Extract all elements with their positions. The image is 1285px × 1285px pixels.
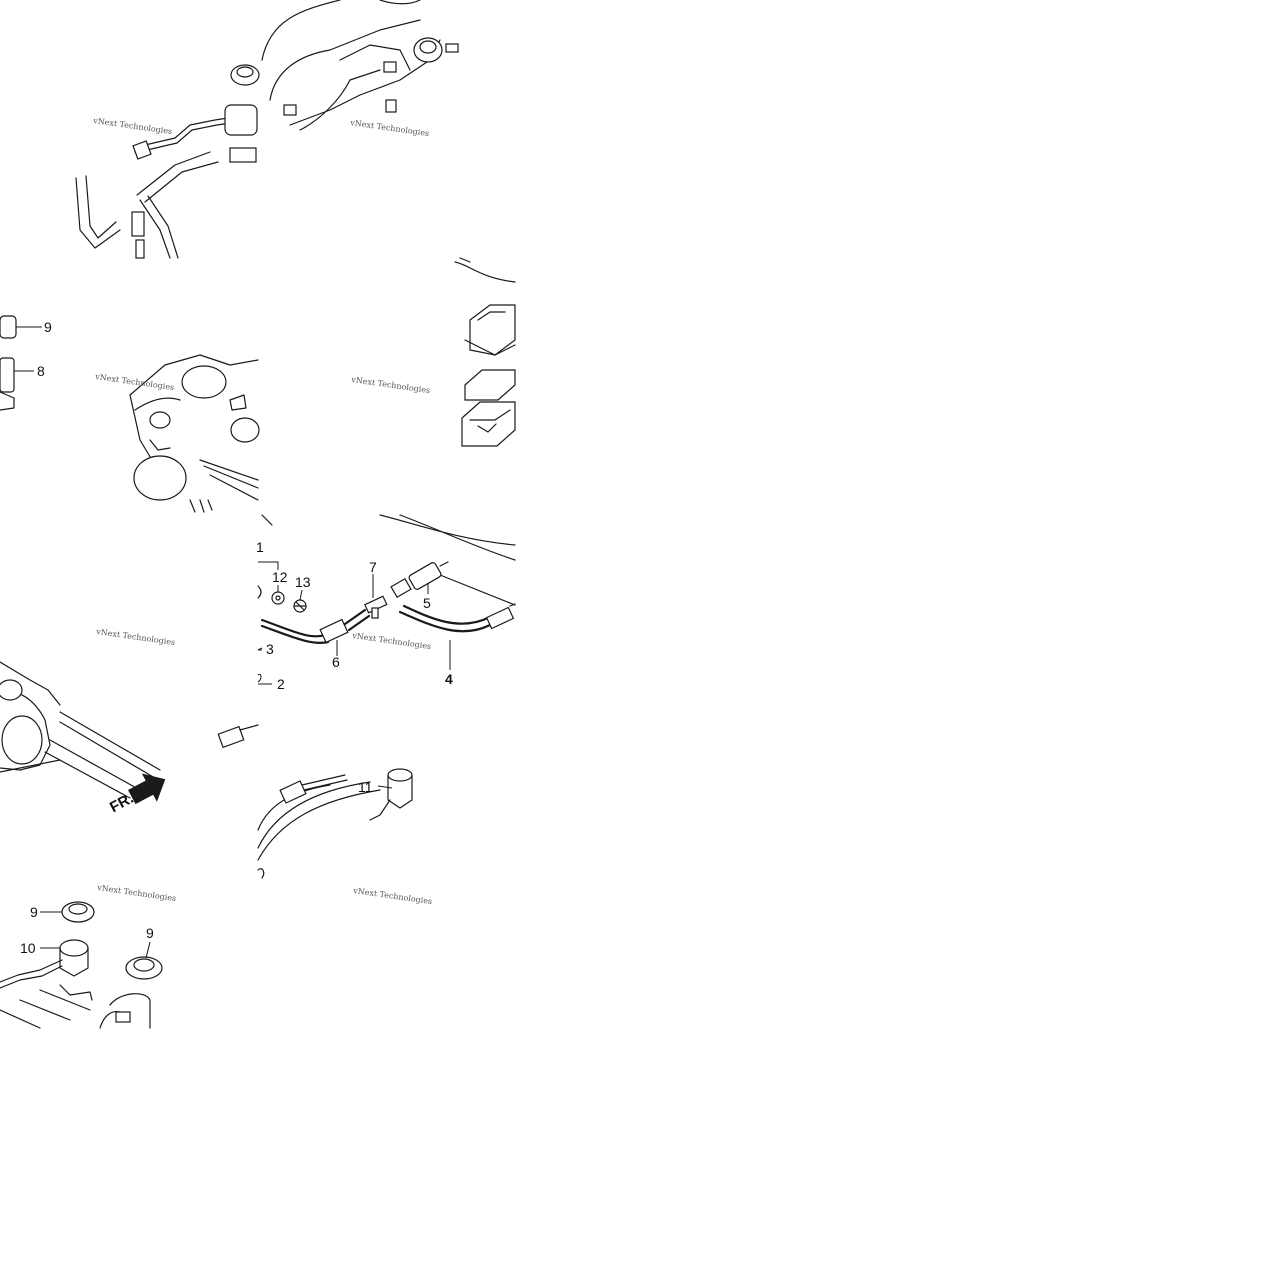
leader-lines bbox=[40, 574, 451, 959]
watermark-7: vNext Technologies bbox=[96, 883, 177, 903]
callout-11: 11 bbox=[358, 779, 373, 795]
tile-lower-center bbox=[257, 514, 516, 685]
watermark-4: vNext Technologies bbox=[350, 375, 431, 395]
callout-2: 2 bbox=[277, 676, 285, 692]
callout-9-bottom-right: 9 bbox=[146, 925, 154, 941]
callout-6: 6 bbox=[332, 654, 340, 670]
callout-7: 7 bbox=[369, 559, 377, 575]
callout-4: 4 bbox=[445, 671, 453, 687]
tile-mid-right bbox=[454, 257, 516, 447]
tile-bottom-right bbox=[257, 768, 413, 879]
callout-9-top: 9 bbox=[44, 319, 52, 335]
tile-mid-left bbox=[0, 315, 42, 411]
tile-mid-center bbox=[129, 354, 260, 513]
callout-1: 1 bbox=[256, 539, 264, 555]
tile-top-left bbox=[75, 64, 260, 259]
watermark-5: vNext Technologies bbox=[95, 627, 176, 647]
callout-3: 3 bbox=[266, 641, 274, 657]
front-arrow-icon bbox=[128, 773, 166, 805]
callout-13: 13 bbox=[295, 574, 311, 590]
callout-12: 12 bbox=[272, 569, 288, 585]
callout-5: 5 bbox=[423, 595, 431, 611]
callout-labels: 9 8 1 12 13 7 5 3 6 4 2 11 9 10 9 bbox=[20, 319, 453, 956]
watermark-2: vNext Technologies bbox=[349, 118, 430, 138]
callout-10: 10 bbox=[20, 940, 36, 956]
callout-9-bottom-left: 9 bbox=[30, 904, 38, 920]
watermark-6: vNext Technologies bbox=[351, 631, 432, 651]
tile-bottom-left bbox=[0, 901, 163, 1029]
watermark-8: vNext Technologies bbox=[352, 886, 433, 906]
watermark-3: vNext Technologies bbox=[94, 372, 175, 392]
watermark-1: vNext Technologies bbox=[92, 116, 173, 136]
callout-8: 8 bbox=[37, 363, 45, 379]
tile-lower-left bbox=[0, 661, 259, 799]
tile-top-middle bbox=[261, 0, 459, 131]
